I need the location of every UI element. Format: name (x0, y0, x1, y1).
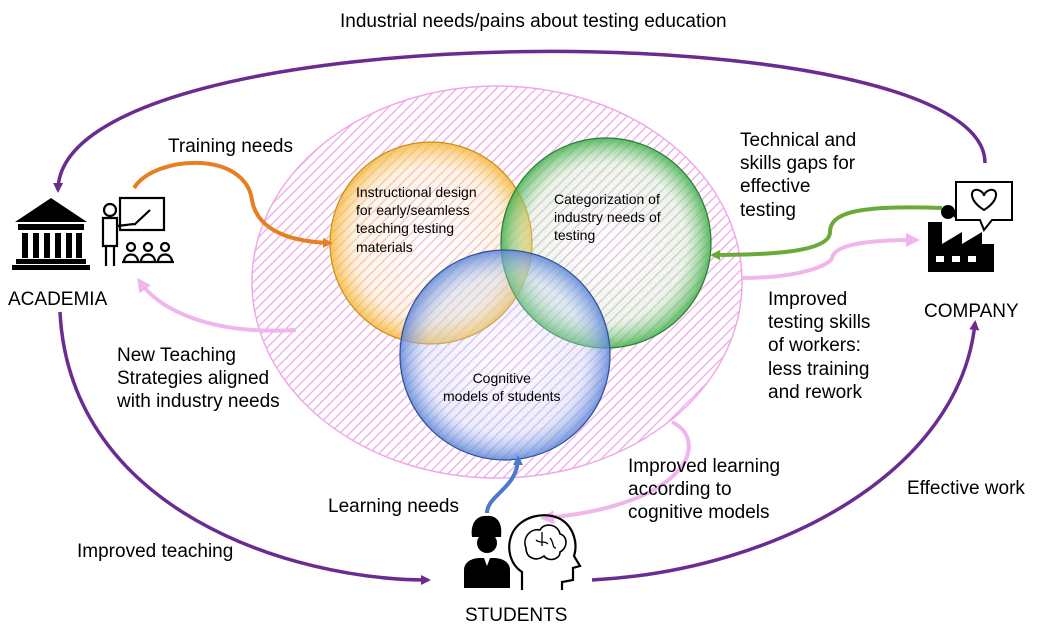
heart-bubble-icon (955, 181, 1013, 232)
technical-gaps-label: Technical and skills gaps for effective … (740, 130, 857, 221)
industrial-needs-label: Industrial needs/pains about testing edu… (340, 11, 727, 32)
students-label: STUDENTS (465, 605, 568, 626)
cognitive-models-text: Cognitive models of students (443, 370, 561, 405)
teacher-icon (101, 196, 174, 266)
cognitive-models-circle (399, 249, 611, 461)
brain-head-icon (508, 514, 582, 590)
new-teaching-label: New Teaching Strategies aligned with ind… (117, 345, 280, 413)
categorization-text: Categorization of industry needs of test… (554, 191, 661, 244)
effective-work-label: Effective work (907, 478, 1025, 499)
learning-needs-arrow (485, 455, 523, 514)
instructional-design-text: Instructional design for early/seamless … (356, 184, 477, 255)
technical-gaps-arrow (710, 205, 943, 260)
improved-teaching-label: Improved teaching (77, 541, 234, 562)
academia-label: ACADEMIA (8, 289, 108, 310)
learning-needs-label: Learning needs (328, 496, 459, 517)
improved-learning-label: Improved learning according to cognitive… (628, 456, 781, 524)
improved-learning-arrow (540, 420, 691, 525)
improved-skills-label: Improved testing skills of workers: less… (768, 289, 871, 403)
industrial-needs-arrow (53, 49, 987, 193)
effective-work-arrow (591, 320, 980, 582)
training-needs-arrow (132, 160, 333, 248)
company-label: COMPANY (924, 301, 1019, 322)
improved-teaching-arrow (58, 311, 431, 585)
student-person-icon (464, 515, 510, 588)
new-teaching-arrow (137, 277, 297, 333)
training-needs-label: Training needs (168, 136, 293, 157)
improved-skills-arrow (741, 233, 920, 280)
university-building-icon (12, 198, 90, 270)
